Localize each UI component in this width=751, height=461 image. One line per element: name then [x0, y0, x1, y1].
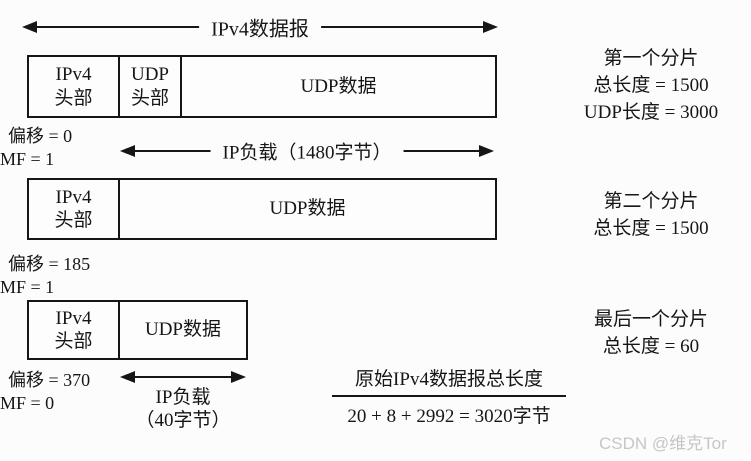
ipv4-header-line1: IPv4	[55, 307, 92, 329]
ip-payload-40-arrow	[120, 369, 246, 385]
ip-payload-40-label: IP负载 （40字节）	[120, 386, 246, 432]
fragment3-offset-label: 偏移 = 370	[8, 370, 91, 390]
ip-payload-1480-label: IP负载（1480字节）	[210, 137, 404, 165]
fragment2-udp-data-cell: UDP数据	[120, 180, 495, 238]
fragment2-offset-label: 偏移 = 185	[8, 254, 91, 274]
fragment3-note-title: 最后一个分片	[593, 309, 708, 330]
fragment1-ipv4-header-cell: IPv4 头部	[29, 57, 120, 116]
fragment1-note: 第一个分片 总长度 = 1500 UDP长度 = 3000	[552, 45, 750, 126]
ip-payload-40-label-line2: （40字节）	[135, 410, 231, 431]
arrow-shaft	[125, 376, 241, 378]
udp-header-line1: UDP	[130, 64, 169, 86]
fragment1-udp-header-cell: UDP 头部	[120, 57, 182, 116]
total-length-formula: 原始IPv4数据报总长度 20 + 8 + 2992 = 3020字节	[332, 364, 566, 428]
fragment2-note: 第二个分片 总长度 = 1500	[552, 188, 750, 242]
ipv4-header-line1: IPv4	[55, 64, 92, 86]
udp-data-label: UDP数据	[269, 198, 346, 220]
udp-data-label: UDP数据	[144, 319, 221, 341]
fragment1-box: IPv4 头部 UDP 头部 UDP数据	[27, 55, 497, 118]
ip-payload-40-label-line1: IP负载	[155, 387, 211, 408]
fragment3-mf-label: MF = 0	[0, 393, 55, 413]
fragment2-ipv4-header-cell: IPv4 头部	[29, 180, 120, 238]
right-arrowhead-icon	[483, 21, 498, 33]
ipv4-header-line1: IPv4	[55, 186, 92, 208]
fragment1-note-total-length: 总长度 = 1500	[593, 75, 709, 96]
fragment2-mf-label: MF = 1	[0, 277, 55, 297]
formula-denominator: 20 + 8 + 2992 = 3020字节	[347, 406, 551, 427]
ipv4-datagram-label: IPv4数据报	[199, 12, 321, 42]
watermark: CSDN @维克Tor	[599, 434, 727, 453]
fragment2-box: IPv4 头部 UDP数据	[27, 178, 497, 240]
fragment1-udp-data-cell: UDP数据	[182, 57, 495, 116]
ipv4-header-line2: 头部	[54, 87, 93, 109]
fragment1-note-udp-length: UDP长度 = 3000	[583, 102, 719, 123]
ip-payload-1480-arrow: IP负载（1480字节）	[120, 137, 494, 165]
fragment3-note-total-length: 总长度 = 60	[602, 336, 700, 357]
udp-header-line2: 头部	[130, 87, 169, 109]
fragment2-note-title: 第二个分片	[603, 191, 699, 212]
fragment3-udp-data-cell: UDP数据	[120, 302, 246, 358]
fragment3-box: IPv4 头部 UDP数据	[27, 300, 248, 360]
fragment3-note: 最后一个分片 总长度 = 60	[552, 306, 750, 360]
formula-numerator: 原始IPv4数据报总长度	[332, 364, 566, 397]
right-arrowhead-icon	[479, 145, 494, 157]
udp-data-label: UDP数据	[300, 75, 377, 97]
fragment1-mf-label: MF = 1	[0, 149, 55, 169]
fragment2-note-total-length: 总长度 = 1500	[593, 218, 709, 239]
fragment1-note-title: 第一个分片	[603, 48, 699, 69]
fragment1-offset-label: 偏移 = 0	[8, 126, 73, 146]
fragment3-ipv4-header-cell: IPv4 头部	[29, 302, 120, 358]
ipv4-header-line2: 头部	[54, 210, 93, 231]
right-arrowhead-icon	[231, 371, 246, 383]
ipv4-datagram-span-arrow: IPv4数据报	[22, 12, 498, 42]
ipv4-header-line2: 头部	[54, 331, 93, 352]
